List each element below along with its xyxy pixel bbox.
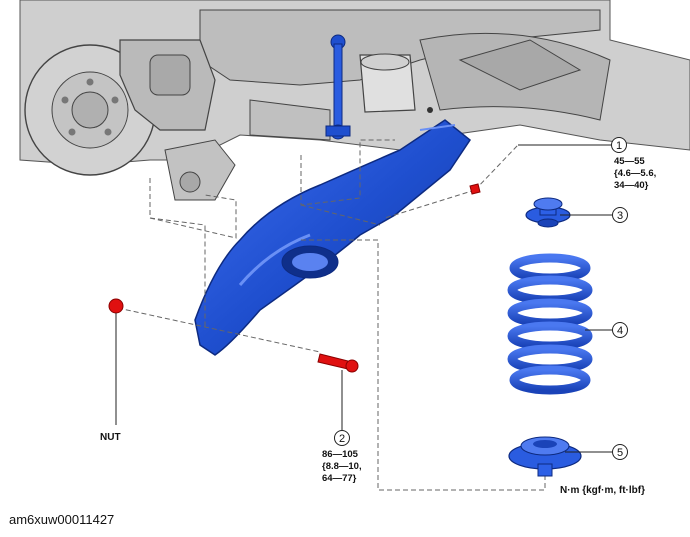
chassis-background — [19, 0, 690, 201]
lower-control-arm — [194, 107, 472, 356]
unit-label: N·m {kgf·m, ft·lbf} — [560, 485, 645, 496]
leader-lines — [117, 139, 546, 491]
callout-leaders — [341, 144, 612, 453]
nut-label: NUT — [100, 432, 121, 443]
callout-5: 5 — [612, 444, 628, 460]
callout-1-torque-line-3: 34—40} — [614, 180, 649, 191]
stabilizer-link — [325, 34, 351, 140]
callout-5-number: 5 — [617, 447, 623, 459]
callout-1: 1 45—55 {4.6—5.6, 34—40} — [611, 137, 656, 191]
upper-spring-seat — [525, 197, 571, 228]
callout-4-number: 4 — [617, 325, 623, 337]
callout-2-torque-line-2: {8.8—10, — [322, 461, 362, 472]
callout-3: 3 — [612, 207, 628, 223]
nut-icon — [108, 298, 124, 314]
callout-1-torque-line-2: {4.6—5.6, — [614, 168, 656, 179]
knuckle — [164, 139, 236, 201]
callout-2-torque-line-1: 86—105 — [322, 449, 359, 460]
callout-1-number: 1 — [616, 140, 622, 152]
fasteners — [108, 183, 481, 373]
image-id: am6xuw00011427 — [9, 512, 115, 527]
callout-2-torque-line-3: 64—77} — [322, 473, 357, 484]
lower-spring-seat — [508, 436, 582, 477]
callout-4: 4 — [612, 322, 628, 338]
coil-spring — [507, 253, 593, 395]
callout-2-number: 2 — [339, 433, 345, 445]
callout-3-number: 3 — [617, 210, 623, 222]
callout-1-torque-line-1: 45—55 — [614, 156, 645, 167]
callout-2: 2 86—105 {8.8—10, 64—77} — [322, 430, 362, 484]
